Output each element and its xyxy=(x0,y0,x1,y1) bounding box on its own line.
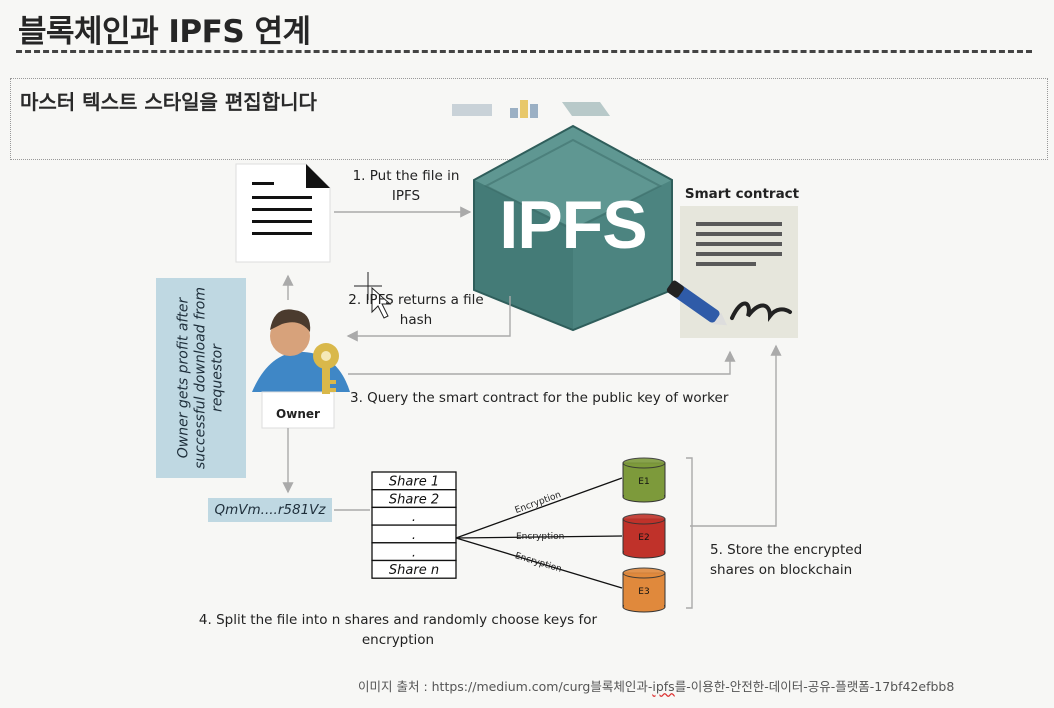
share-label: Share n xyxy=(389,563,439,578)
smart-contract-icon xyxy=(666,206,798,338)
step1-label: 1. Put the file in IPFS xyxy=(352,168,460,204)
encryption-label-2: Encryption xyxy=(516,532,565,542)
flow-arrows xyxy=(282,206,782,609)
title-divider xyxy=(16,50,1032,53)
share-label: . xyxy=(412,546,416,561)
step3-label: 3. Query the smart contract for the publ… xyxy=(350,390,729,406)
key-icon xyxy=(313,343,339,394)
document-icon xyxy=(235,163,331,263)
store-cylinder: E3 xyxy=(622,567,666,613)
store-label: E3 xyxy=(638,587,649,597)
step5-label: 5. Store the encrypted shares on blockch… xyxy=(710,542,863,578)
image-source-caption: 이미지 출처 : https://medium.com/curg블록체인과-ip… xyxy=(358,679,955,694)
step2-label: 2. IPFS returns a file hash xyxy=(348,292,484,328)
file-hash-box: QmVm....r581Vz xyxy=(208,498,332,522)
share-label: . xyxy=(412,510,416,525)
store-label: E2 xyxy=(638,533,649,543)
ipfs-logo-text: IPFS xyxy=(499,187,647,263)
move-cursor-icon xyxy=(354,272,392,319)
owner-label: Owner xyxy=(276,407,320,421)
smart-contract-label: Smart contract xyxy=(684,186,800,202)
share-label: Share 1 xyxy=(389,475,439,490)
content-placeholder-text[interactable]: 마스터 텍스트 스타일을 편집합니다 xyxy=(20,90,317,114)
encryption-lines xyxy=(455,477,623,589)
share-label: . xyxy=(412,528,416,543)
ipfs-logo-icon xyxy=(473,124,673,332)
store-cylinder: E2 xyxy=(622,513,666,559)
step4-label: 4. Split the file into n shares and rand… xyxy=(198,612,598,648)
side-note-box xyxy=(156,278,246,478)
thumbnail-icons xyxy=(452,100,610,118)
store-cylinder: E1 xyxy=(622,457,666,503)
share-label: Share 2 xyxy=(389,492,439,507)
share-cell xyxy=(371,559,457,579)
shares-table: Share 1 Share 2... Share n xyxy=(371,471,457,579)
slide-title: 블록체인과 IPFS 연계 xyxy=(18,14,311,50)
store-label: E1 xyxy=(638,477,649,487)
